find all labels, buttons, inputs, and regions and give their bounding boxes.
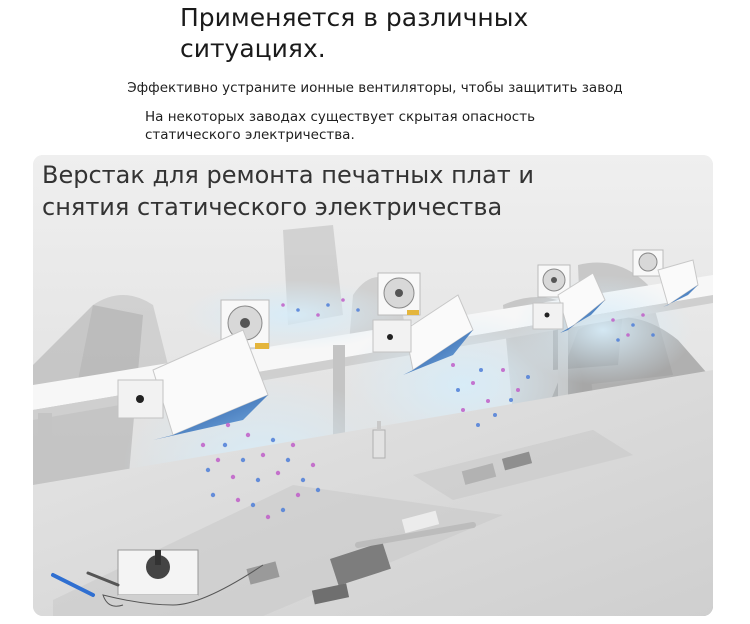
photo-caption-line-1: Верстак для ремонта печатных плат и — [42, 161, 535, 189]
ionizer-1 — [117, 299, 270, 440]
photo-caption: Верстак для ремонта печатных плат и снят… — [42, 159, 534, 223]
page-title-line-1: Применяется в различных — [180, 3, 529, 32]
ionizer-2 — [372, 272, 474, 375]
description-line-1: На некоторых заводах существует скрытая … — [145, 109, 536, 125]
description: На некоторых заводах существует скрытая … — [145, 108, 535, 144]
page-title-line-2: ситуациях. — [180, 34, 326, 63]
ionizer-4 — [632, 249, 699, 307]
workbench-photo: Верстак для ремонта печатных плат и снят… — [33, 155, 713, 616]
description-line-2: статического электричества. — [145, 127, 355, 143]
ion-particles — [200, 298, 655, 520]
page-title: Применяется в различных ситуациях. — [180, 2, 528, 64]
ionizer-3 — [532, 264, 606, 333]
subtitle: Эффективно устраните ионные вентиляторы,… — [127, 80, 623, 96]
photo-caption-line-2: снятия статического электричества — [42, 193, 503, 221]
workbench-illustration — [33, 155, 713, 616]
